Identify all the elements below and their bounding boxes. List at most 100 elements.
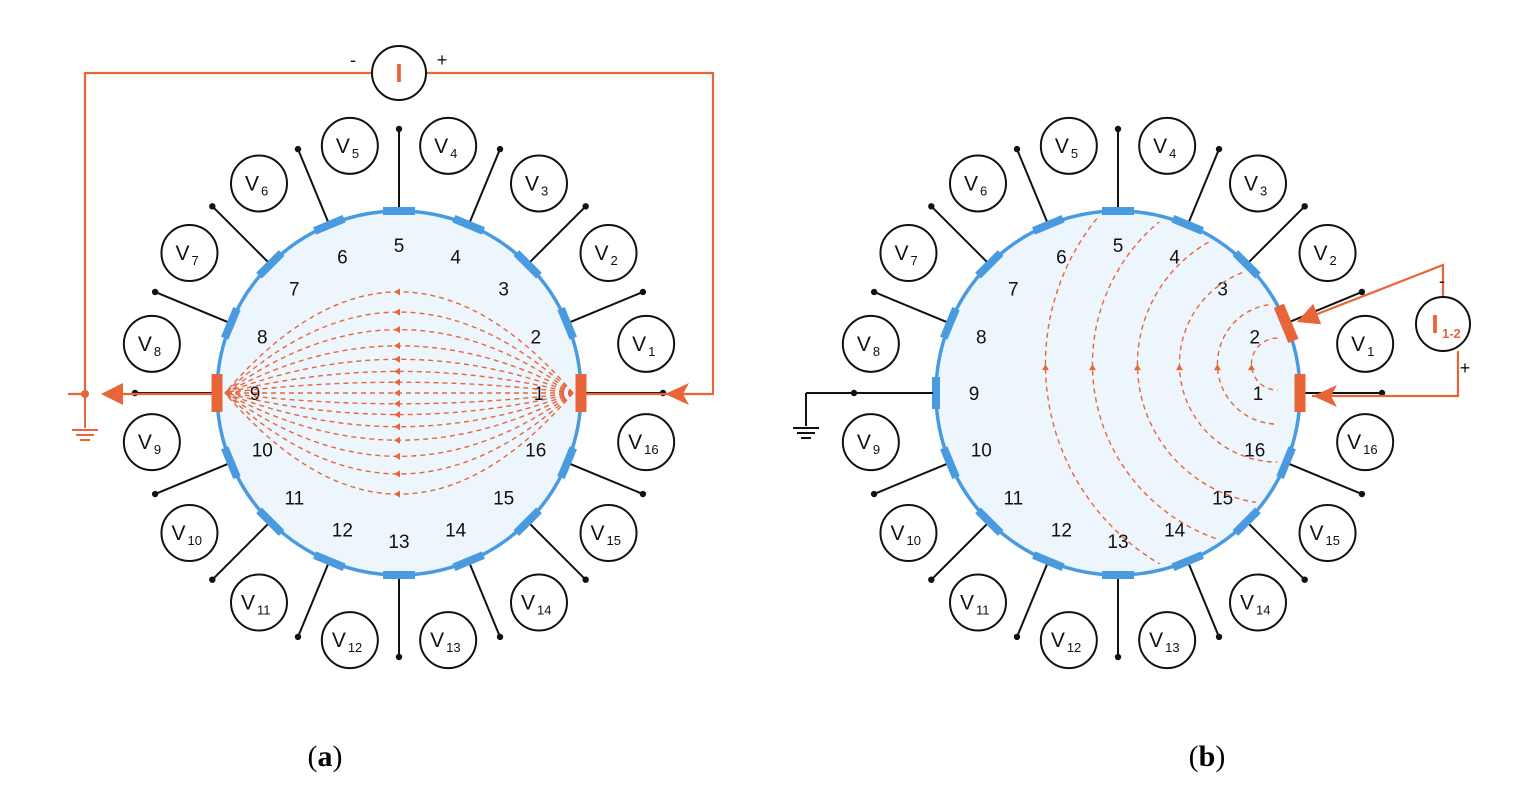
a-electrode-10 [221, 446, 241, 479]
b-electrode-13 [1102, 571, 1134, 579]
a-voltmeter-label-2: V [595, 242, 609, 265]
b-voltmeter-sub-13: 13 [1165, 640, 1179, 655]
b-voltmeter-sub-12: 12 [1067, 640, 1081, 655]
b-electrode-7 [975, 250, 1004, 279]
b-electrode-label-9: 9 [969, 384, 980, 405]
b-junction-dot-8 [870, 288, 878, 296]
b-junction-dot-10 [870, 490, 878, 498]
caption-a-close: ) [332, 740, 343, 773]
b-lead-wire-11 [930, 523, 988, 581]
b-electrode-label-15: 15 [1212, 489, 1233, 510]
b-electrode-label-7: 7 [1008, 279, 1019, 300]
a-voltmeter-sub-10: 10 [187, 533, 201, 548]
a-electrode-16 [557, 446, 577, 479]
a-voltmeter-sub-16: 16 [644, 442, 658, 457]
a-electrode-label-1: 1 [534, 384, 545, 405]
a-junction-dot-10 [151, 490, 159, 498]
a-field-arrow-3 [394, 436, 400, 444]
a-junction-dot-16 [639, 490, 647, 498]
a-voltmeter-label-15: V [591, 522, 605, 545]
b-voltmeter-label-4: V [1153, 135, 1167, 158]
b-voltmeter-label-3: V [1244, 172, 1258, 195]
a-junction-dot-11 [209, 576, 216, 583]
a-lead-wire-6 [297, 148, 330, 223]
b-source-wire-plus [1312, 351, 1460, 398]
a-electrode-label-9: 9 [250, 384, 261, 405]
b-electrode-15 [1232, 507, 1261, 536]
b-electrode-label-3: 3 [1217, 279, 1228, 300]
a-junction-dot-7 [209, 203, 216, 210]
b-lead-wire-15 [1248, 523, 1306, 581]
b-voltmeter-label-15: V [1310, 522, 1324, 545]
a-voltmeter-sub-12: 12 [348, 640, 362, 655]
b-junction-dot-6 [1013, 145, 1021, 153]
a-field-arrow-4 [394, 423, 400, 431]
b-junction-dot-15 [1301, 576, 1308, 583]
a-inflow-arrow [665, 383, 689, 405]
b-voltmeter-sub-9: 9 [873, 442, 880, 457]
a-junction-dot-3 [582, 203, 589, 210]
a-electrode-label-15: 15 [493, 489, 514, 510]
b-junction-dot-3 [1301, 203, 1308, 210]
b-voltmeter-sub-1: 1 [1367, 344, 1374, 359]
b-inflow-arrow [1313, 385, 1337, 407]
b-lead-wire-6 [1016, 148, 1049, 223]
b-current-source-ring [1415, 296, 1471, 352]
b-voltmeter-ring-14 [1229, 573, 1288, 632]
caption-b: (b) [1172, 740, 1242, 774]
a-field-line-10 [224, 358, 574, 394]
a-electrode-12 [313, 551, 346, 571]
a-electrode-13 [383, 571, 415, 579]
b-voltmeter-label-14: V [1240, 592, 1254, 615]
b-junction-dot-11 [928, 576, 935, 583]
a-voltmeter-sub-15: 15 [607, 533, 621, 548]
b-electrode-1 [1294, 374, 1306, 412]
a-voltmeter-sub-9: 9 [154, 442, 161, 457]
a-junction-dot-5 [395, 125, 403, 133]
a-electrode-8 [221, 307, 241, 340]
b-field-loop-0 [1250, 337, 1278, 391]
b-voltmeter-label-10: V [890, 522, 904, 545]
b-lead-wire-14 [1187, 563, 1220, 638]
a-voltmeter-ring-1 [617, 314, 676, 373]
a-junction-dot-13 [395, 653, 403, 661]
b-electrode-16 [1276, 446, 1296, 479]
a-electrode-4 [452, 215, 485, 235]
a-junction-dot-8 [151, 288, 159, 296]
a-voltmeter-sub-4: 4 [450, 146, 457, 161]
b-voltmeter-sub-10: 10 [906, 533, 920, 548]
b-voltmeter-label-8: V [857, 333, 871, 356]
b-voltmeter-ring-5 [1039, 116, 1098, 175]
b-field-arrow-5 [1041, 364, 1049, 371]
b-electrode-9 [932, 377, 940, 409]
a-electrode-label-4: 4 [450, 247, 461, 268]
b-field-loop-2 [1178, 265, 1278, 463]
b-electrode-12 [1032, 551, 1065, 571]
b-lead-wire-8 [873, 291, 948, 324]
a-voltmeter-ring-8 [122, 314, 181, 373]
a-voltmeter-label-7: V [175, 242, 189, 265]
caption-a: (a) [290, 740, 360, 774]
b-voltmeter-sub-6: 6 [980, 183, 987, 198]
b-electrode-label-8: 8 [976, 327, 987, 348]
a-voltmeter-ring-3 [510, 154, 569, 213]
a-voltmeter-sub-8: 8 [154, 344, 161, 359]
b-voltmeter-ring-1 [1336, 314, 1395, 373]
a-field-line-2 [224, 392, 574, 457]
b-voltmeter-sub-8: 8 [873, 344, 880, 359]
a-voltmeter-ring-4 [419, 116, 478, 175]
caption-b-open: ( [1188, 740, 1199, 773]
b-voltmeter-label-2: V [1314, 242, 1328, 265]
